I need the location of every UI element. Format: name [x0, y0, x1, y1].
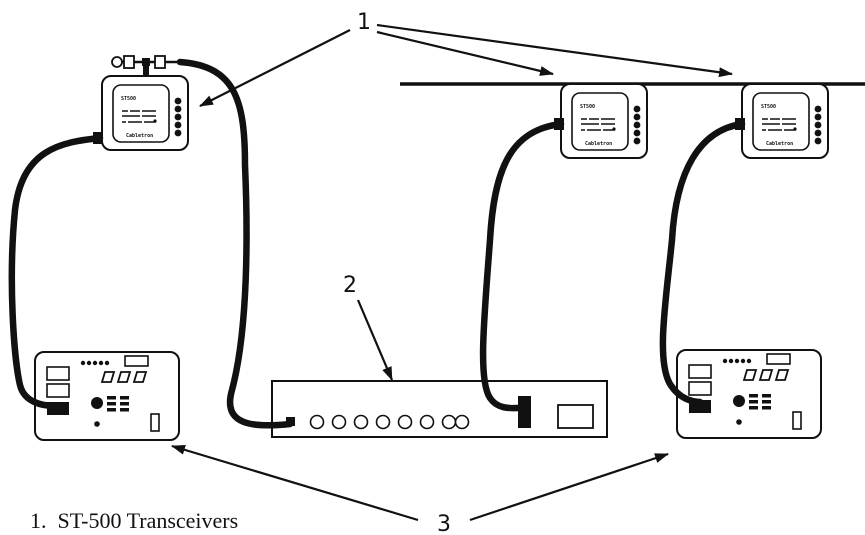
- transceiver-port-left: [93, 132, 103, 144]
- arrow-1-middle: [376, 30, 554, 76]
- callout-arrows: [171, 23, 733, 522]
- workstation-right: [676, 349, 822, 439]
- arrow-1-left: [199, 29, 351, 107]
- callout-3: 3: [437, 512, 451, 535]
- transceiver-brand-label: Cabletron: [126, 133, 153, 139]
- arrow-3-left: [171, 444, 419, 522]
- workstation-left: [34, 351, 180, 441]
- transceiver-port-middle: [554, 118, 564, 130]
- hub-device: [271, 380, 608, 438]
- transceiver-model-label: ST500: [121, 96, 136, 102]
- drop-cables: [8, 58, 746, 429]
- arrow-3-right: [469, 452, 669, 522]
- arrow-2-hub: [356, 299, 394, 381]
- arrow-1-right: [376, 23, 733, 78]
- transceiver-brand-label: Cabletron: [766, 141, 793, 147]
- transceiver-middle: ST500 Cabletron: [560, 83, 648, 159]
- transceiver-port-right: [735, 118, 745, 130]
- callout-1: 1: [357, 10, 371, 35]
- transceiver-model-label: ST500: [580, 104, 595, 110]
- transceiver-brand-label: Cabletron: [585, 141, 612, 147]
- legend-item-1: 1. ST-500 Transceivers: [30, 508, 238, 533]
- transceiver-right: ST500 Cabletron: [741, 83, 829, 159]
- callout-2: 2: [343, 273, 357, 298]
- tee-connector: [111, 55, 180, 76]
- transceiver-left: ST500 Cabletron: [101, 75, 189, 151]
- transceiver-model-label: ST500: [761, 104, 776, 110]
